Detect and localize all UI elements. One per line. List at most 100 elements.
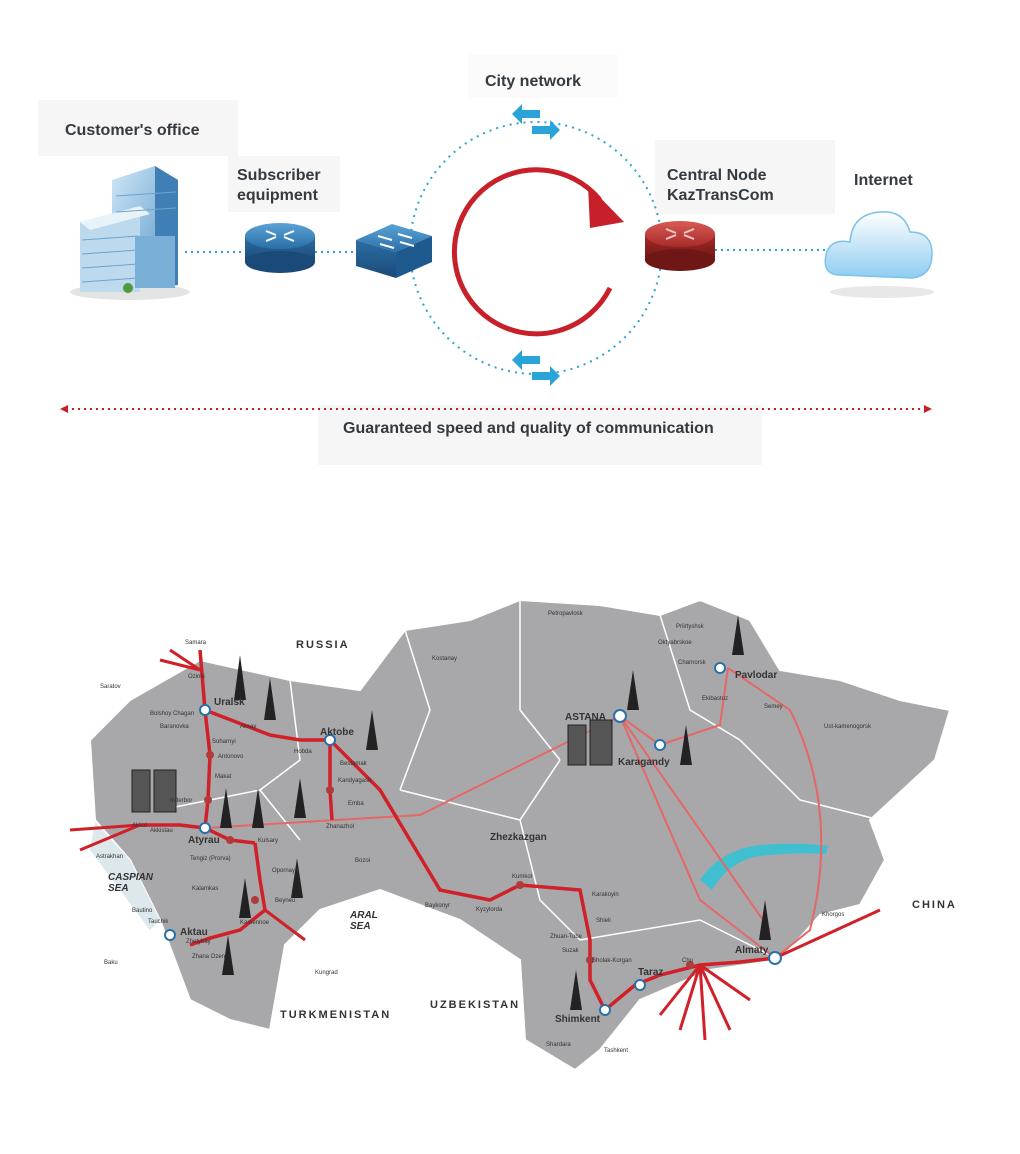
label-opornaya: Opornaya [272,868,299,874]
label-zhetybay: Zhetybay [186,939,211,945]
secondary-links [204,667,823,959]
label-oktyabrskoe: Oktyabrskoe [658,640,692,646]
label-shardara: Shardara [546,1042,571,1048]
label-customer-office: Customer's office [65,122,200,139]
central-node-router-icon [645,221,715,271]
label-box-guarantee [318,405,762,465]
map-regions [159,600,881,961]
label-akkistau: Akkistau [150,828,173,834]
country-labels: RUSSIA UZBEKISTAN TURKMENISTAN CHINA [280,639,957,1021]
label-makat: Makat [215,774,232,780]
subscriber-router-icon [245,223,315,273]
label-kungrad: Kungrad [315,970,338,976]
internet-cloud-icon [824,211,934,298]
kazakhstan-network-map: RUSSIA UZBEKISTAN TURKMENISTAN CHINA CAS… [69,598,957,1072]
label-box-customer [38,100,238,156]
label-uzbekistan: UZBEKISTAN [430,999,520,1011]
label-kostanay: Kostanay [432,656,457,662]
label-antonovo: Antonovo [218,754,244,760]
label-pavlodar: Pavlodar [735,670,777,681]
label-box-subscriber [228,156,340,212]
label-box-city [468,54,618,98]
map-territory [88,598,952,1072]
label-russia: RUSSIA [296,639,350,651]
label-charnorsk: Charnorsk [678,660,707,666]
caspian-sea [90,822,160,930]
international-arrows [69,648,881,1041]
label-central-node: Central Node KazTransCom [667,167,774,204]
label-box-central [655,140,835,214]
label-tauchik: Tauchik [148,919,169,925]
label-khorgos: Khorgos [822,912,844,918]
label-bolshoy-chagan: Bolshoy Chagan [150,711,194,717]
label-aksay: Aksay [240,724,256,730]
label-uralsk: Uralsk [214,697,245,708]
label-shieli: Shieli [596,918,611,924]
network-diagram [38,54,934,465]
label-aktobe: Aktobe [320,727,354,738]
label-karagandy: Karagandy [618,757,670,768]
label-soharnyi: Soharnyi [212,739,236,745]
city-network-arrows-bottom-icon [512,350,560,386]
label-guarantee: Guaranteed speed and quality of communic… [343,420,714,437]
lake-balkhash [700,843,828,890]
label-tengiz: Tengiz (Prorva) [190,856,231,862]
switch-icon [356,224,432,278]
label-kalamkas: Kalamkas [192,886,218,892]
label-kumkol: Kumkol [512,874,532,880]
major-city-markers [164,662,782,1016]
label-petropavlosk: Petropavlosk [548,611,584,617]
label-kulsary: Kulsary [258,838,278,844]
label-almaty: Almaty [735,945,769,956]
city-network-arrows-top-icon [512,104,560,140]
radio-tower-icons [220,615,771,1010]
label-semey: Semey [764,704,783,710]
label-chu: Chu [682,958,693,964]
label-zhanazhol: Zhanazhol [326,824,354,830]
server-rack-icons [131,719,613,813]
label-zhana-ozen: Zhana Ozen [192,954,225,960]
label-taraz: Taraz [638,967,663,978]
label-sholak-korgan: Sholak-Korgan [592,958,632,964]
guarantee-arrow-left-icon [60,405,68,413]
label-zhezkazgan: Zhezkazgan [490,832,547,843]
label-emba: Emba [348,801,364,807]
office-building-icon [70,166,190,300]
label-kandyagash: Kandyagash [338,778,371,784]
label-ekibastuz: Ekibastuz [702,696,728,702]
label-suzak: Suzak [562,948,580,954]
label-priirtyshsk: Priirtyshsk [676,624,705,630]
label-karakoyin: Karakoyin [592,892,619,898]
label-china: CHINA [912,899,957,911]
label-bestamak: Bestamak [340,761,368,767]
loop-arrow [451,167,613,337]
label-subscriber-equipment: Subscriber equipment [237,167,321,204]
label-astrakhan: Astrakhan [96,854,123,860]
label-kyzylorda: Kyzylorda [476,907,503,913]
label-baku: Baku [104,960,118,966]
label-inderbor: Inderbor [170,798,192,804]
label-bautino: Bautino [132,908,153,914]
guarantee-arrow-right-icon [924,405,932,413]
major-city-labels: Uralsk Aktobe ASTANA Pavlodar Karagandy … [180,670,777,1025]
label-saratov: Saratov [100,684,121,690]
label-kamennoe: Kamennoe [240,920,270,926]
label-tashkent: Tashkent [604,1048,628,1054]
label-ust-kamenogorsk: Ust-kamenogorsk [824,724,872,730]
label-internet: Internet [854,172,913,189]
label-shimkent: Shimkent [555,1014,601,1025]
label-turkmenistan: TURKMENISTAN [280,1009,391,1021]
label-aktau: Aktau [180,927,208,938]
label-ozinki: Ozinki [188,674,205,680]
label-baranovka: Baranovka [160,724,189,730]
label-hobda: Hobda [294,749,312,755]
label-zhuan-tobe: Zhuan-Tobe [550,934,583,940]
label-akkol: Akkol [132,823,147,829]
label-samara: Samara [185,640,207,646]
minor-city-labels: Petropavlosk Kostanay Priirtyshsk Oktyab… [96,611,872,1054]
label-city-network: City network [485,73,582,90]
loop-arrowhead [588,185,624,228]
